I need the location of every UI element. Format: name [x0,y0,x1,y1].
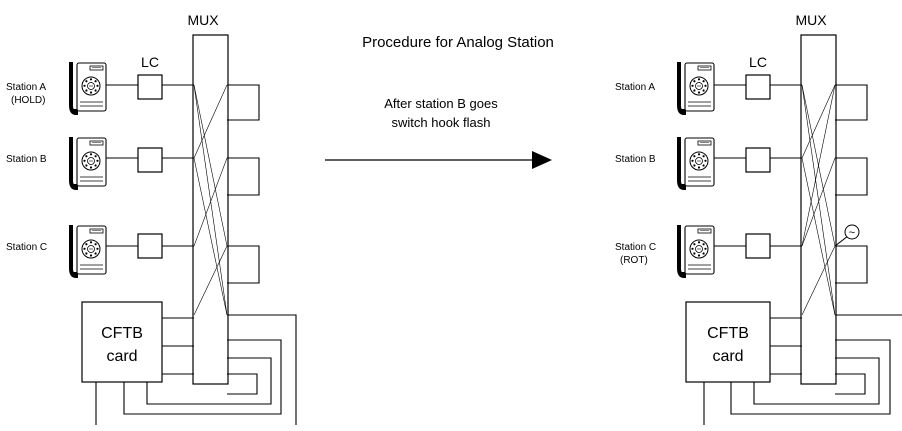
left-mux-label: MUX [187,12,219,28]
left-cftb-label-2: card [106,348,137,365]
left-station-a: Station A (HOLD) LC [6,54,260,121]
right-station-b-label: Station B [615,154,656,165]
right-lc-a [745,74,771,100]
right-mux [800,34,837,385]
transition-arrow [325,151,552,169]
left-station-c: Station C [6,224,260,284]
right-station-c: Station C (ROT) [615,224,868,284]
left-cftb-card: CFTB card [81,301,163,383]
left-station-c-label: Station C [6,242,47,253]
right-cftb-card: CFTB card [685,301,771,383]
right-lc-b [745,147,771,173]
right-cftb-label-1: CFTB [707,325,749,342]
diagram-title: Procedure for Analog Station [362,34,554,51]
left-station-c-phone-icon [68,224,107,279]
left-cftb-wires [95,314,297,425]
right-tone-symbol: ~ [849,227,855,239]
right-station-c-status: (ROT) [620,255,648,266]
right-station-b: Station B [615,136,868,196]
left-lc-a [137,74,163,100]
right-station-b-phone-icon [676,136,715,191]
left-lc-b [137,147,163,173]
left-station-a-status: (HOLD) [11,95,45,106]
left-lc-label: LC [141,54,159,70]
left-panel: MUX Station A (HOLD) LC Station B [6,12,297,425]
right-mux-label: MUX [795,12,827,28]
left-cftb-label-1: CFTB [101,325,143,342]
left-station-a-phone-icon [68,61,107,116]
right-lc-label: LC [749,54,767,70]
left-station-a-label: Station A [6,82,46,93]
left-station-b: Station B [6,136,260,196]
right-station-c-phone-icon [676,224,715,279]
right-station-c-label: Station C [615,242,656,253]
right-panel: MUX Station A LC Station B [615,12,902,425]
left-station-b-phone-icon [68,136,107,191]
left-mux [192,34,229,385]
arrow-caption-line-1: After station B goes [384,96,498,111]
arrow-caption-line-2: switch hook flash [392,115,491,130]
right-station-a-phone-icon [676,61,715,116]
left-lc-c [137,233,163,259]
left-station-b-label: Station B [6,154,47,165]
right-cftb-label-2: card [712,348,743,365]
right-mux-crossings [801,84,836,316]
right-station-a-label: Station A [615,82,655,93]
right-lc-c [745,233,771,259]
right-tone-source-icon: ~ [834,224,860,247]
left-mux-crossings [193,84,228,316]
right-station-a: Station A LC [615,54,868,121]
right-cftb-wires [703,314,902,425]
